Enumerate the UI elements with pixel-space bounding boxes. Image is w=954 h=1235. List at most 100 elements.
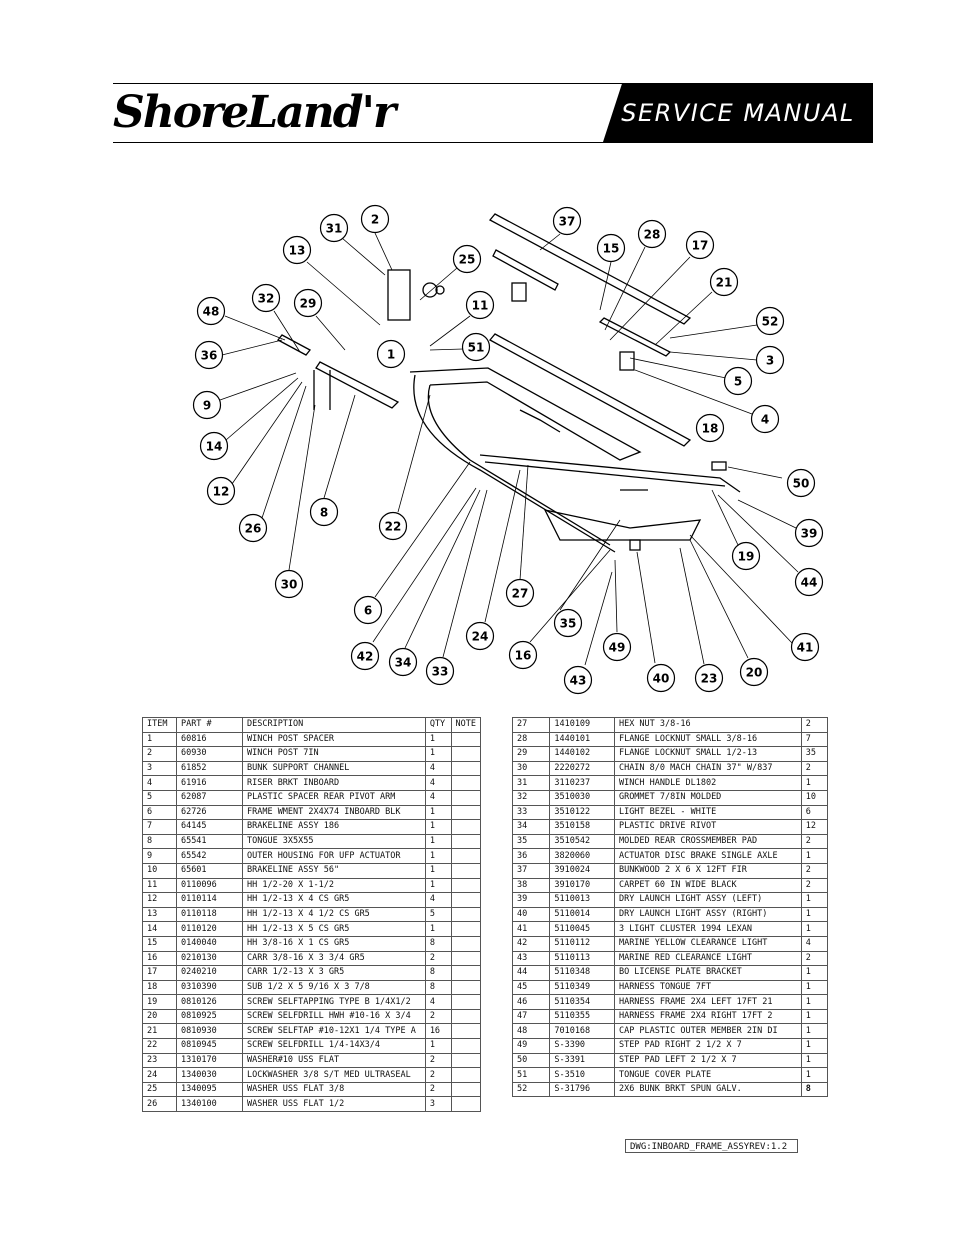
service-manual-title: SERVICE MANUAL (603, 84, 873, 142)
callout-circle (309, 497, 339, 527)
table-cell: HH 1/2-13 X 5 CS GR5 (241, 921, 426, 937)
table-cell (450, 1081, 481, 1098)
table-cell: 28 (511, 731, 551, 748)
table-cell: 2X6 BUNK BRKT SPUN GALV. (613, 1081, 802, 1098)
table-cell: 1440102 (549, 746, 615, 762)
table-cell: 2 (800, 760, 829, 777)
table-cell: 64145 (175, 819, 243, 835)
callout-number: 33 (432, 665, 449, 679)
table-cell: RISER BRKT INBOARD (241, 775, 426, 791)
callout-circle (350, 641, 380, 671)
table-cell: 5110013 (549, 892, 615, 908)
table-cell: 1 (424, 804, 452, 821)
table-cell (450, 935, 481, 952)
table-cell: 1 (800, 1008, 829, 1025)
callout-37: 37 (552, 206, 582, 236)
table-cell: 1 (424, 921, 452, 937)
callout-number: 43 (570, 674, 587, 688)
table-cell: 4 (424, 892, 452, 908)
callout-circle (360, 204, 390, 234)
table-cell: 1 (424, 877, 452, 894)
callout-23: 23 (694, 663, 724, 693)
callout-circle (552, 206, 582, 236)
callout-49: 49 (602, 632, 632, 662)
table-cell: 4 (142, 775, 177, 791)
table-cell (450, 892, 481, 908)
table-cell: 27 (511, 717, 551, 733)
table-cell: 2 (800, 950, 829, 967)
table-cell: HARNESS FRAME 2X4 RIGHT 17FT 2 (613, 1008, 802, 1025)
callout-34: 34 (388, 647, 418, 677)
callout-circle (282, 235, 312, 265)
table-cell: MARINE YELLOW CLEARANCE LIGHT (613, 935, 802, 952)
table-cell: 35 (800, 746, 829, 762)
callout-19: 19 (731, 541, 761, 571)
table-cell: 2 (800, 717, 829, 733)
table-cell: 43 (511, 950, 551, 967)
callout-25: 25 (452, 244, 482, 274)
callout-circle (206, 476, 236, 506)
table-cell: PART # (175, 717, 243, 733)
table-cell: PLASTIC SPACER REAR PIVOT ARM (241, 789, 426, 806)
table-cell (450, 1096, 481, 1113)
callout-9: 9 (192, 390, 222, 420)
table-cell: S-3510 (549, 1067, 615, 1083)
table-cell: 65541 (175, 833, 243, 850)
callout-circle (695, 413, 725, 443)
table-cell: 4 (424, 994, 452, 1010)
callout-number: 50 (793, 477, 810, 491)
callout-number: 25 (459, 253, 476, 267)
callout-circle (196, 296, 226, 326)
table-cell: SCREW SELFDRILL 1/4-14X3/4 (241, 1038, 426, 1054)
callout-number: 1 (387, 348, 395, 362)
table-cell (450, 1052, 481, 1069)
table-cell: STEP PAD RIGHT 2 1/2 X 7 (613, 1038, 802, 1054)
table-cell: LOCKWASHER 3/8 S/T MED ULTRASEAL (241, 1067, 426, 1083)
table-cell: QTY (424, 717, 452, 733)
table-cell: SUB 1/2 X 5 9/16 X 3 7/8 (241, 979, 426, 996)
table-cell: 2 (424, 1052, 452, 1069)
callout-number: 37 (559, 215, 576, 229)
table-cell: 2 (424, 1008, 452, 1025)
table-cell: 2 (424, 1067, 452, 1083)
callout-number: 24 (472, 630, 489, 644)
table-cell (450, 965, 481, 981)
table-cell: OUTER HOUSING FOR UFP ACTUATOR (241, 848, 426, 864)
callout-number: 44 (801, 576, 818, 590)
callout-4: 4 (750, 404, 780, 434)
callout-circle (685, 230, 715, 260)
callout-21: 21 (709, 267, 739, 297)
table-cell: HH 3/8-16 X 1 CS GR5 (241, 935, 426, 952)
table-cell: 5110112 (549, 935, 615, 952)
table-cell: 8 (424, 935, 452, 952)
table-cell: 11 (142, 877, 177, 894)
table-cell: ITEM (142, 717, 177, 733)
callout-circle (637, 219, 667, 249)
table-cell: 47 (511, 1008, 551, 1025)
table-cell: 5110354 (549, 994, 615, 1010)
table-cell: 40 (511, 906, 551, 923)
table-cell: NOTE (450, 717, 481, 733)
table-cell: 49 (511, 1038, 551, 1054)
table-cell: 8 (424, 965, 452, 981)
callout-circle (461, 332, 491, 362)
table-cell: 26 (142, 1096, 177, 1113)
table-cell: 5110113 (549, 950, 615, 967)
callout-circle (723, 366, 753, 396)
